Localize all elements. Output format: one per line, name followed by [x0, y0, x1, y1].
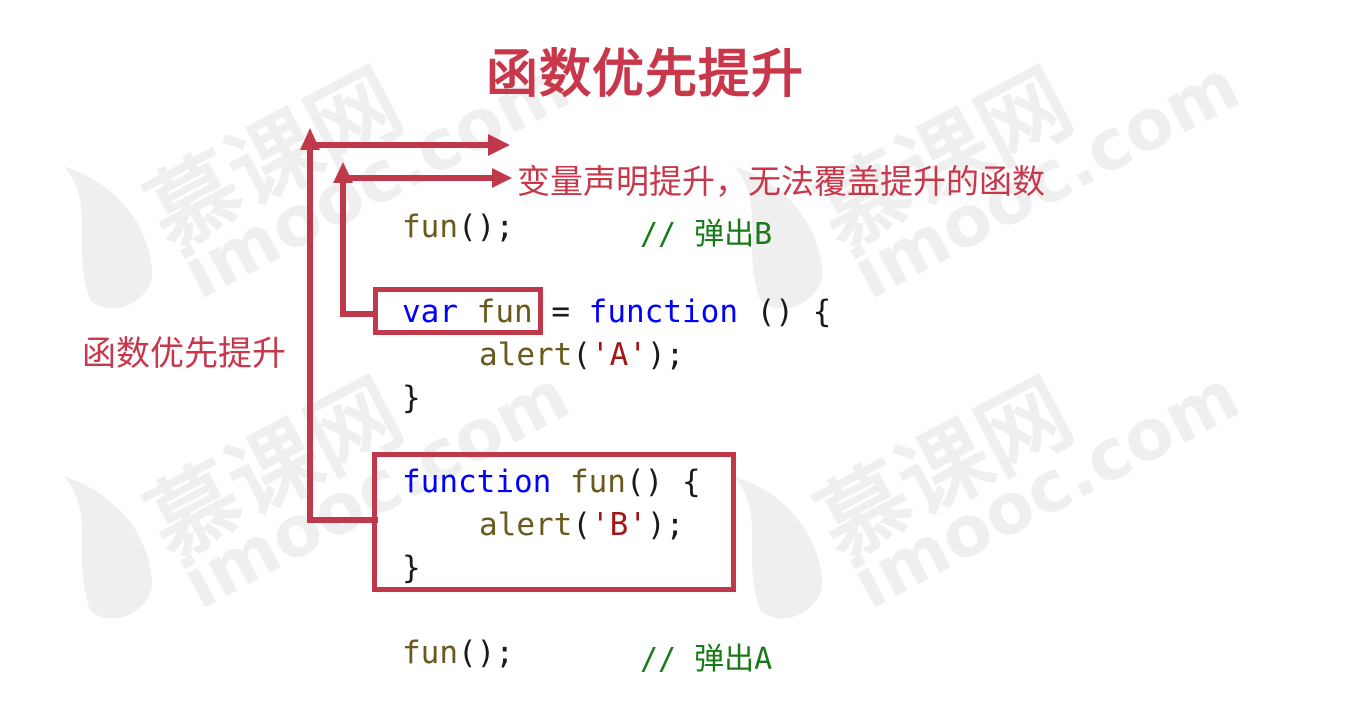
var-hoist-arrow — [340, 175, 492, 317]
var-hoist-arrowhead-base — [333, 162, 353, 183]
function-decl-highlight-box — [372, 452, 736, 592]
function-hoist-arrow — [307, 142, 488, 523]
code-comment-2: // 弹出A — [640, 642, 773, 677]
var-hoist-arrowhead — [492, 168, 512, 188]
code-line-alert-a: alert('A'); — [479, 337, 685, 373]
page-title: 函数优先提升 — [485, 45, 804, 105]
function-hoist-arrowhead — [488, 134, 510, 156]
code-line-var-decl: var fun = function () { — [402, 294, 832, 330]
code-line-func-decl: function fun() { — [402, 464, 701, 500]
function-hoist-label: 函数优先提升 — [82, 334, 286, 374]
var-fun-highlight-box — [373, 287, 543, 335]
code-comment-1: // 弹出B — [640, 217, 773, 252]
code-line-alert-b: alert('B'); — [479, 507, 685, 543]
code-line-func-end: } — [402, 550, 421, 586]
var-hoist-note: 变量声明提升，无法覆盖提升的函数 — [517, 162, 1045, 201]
code-line-var-end: } — [402, 380, 421, 416]
code-line-call-2: fun(); — [402, 635, 514, 671]
function-hoist-arrowhead-base — [300, 128, 320, 150]
code-line-call-1: fun(); — [402, 209, 514, 245]
call-fn-name: fun — [402, 209, 458, 245]
